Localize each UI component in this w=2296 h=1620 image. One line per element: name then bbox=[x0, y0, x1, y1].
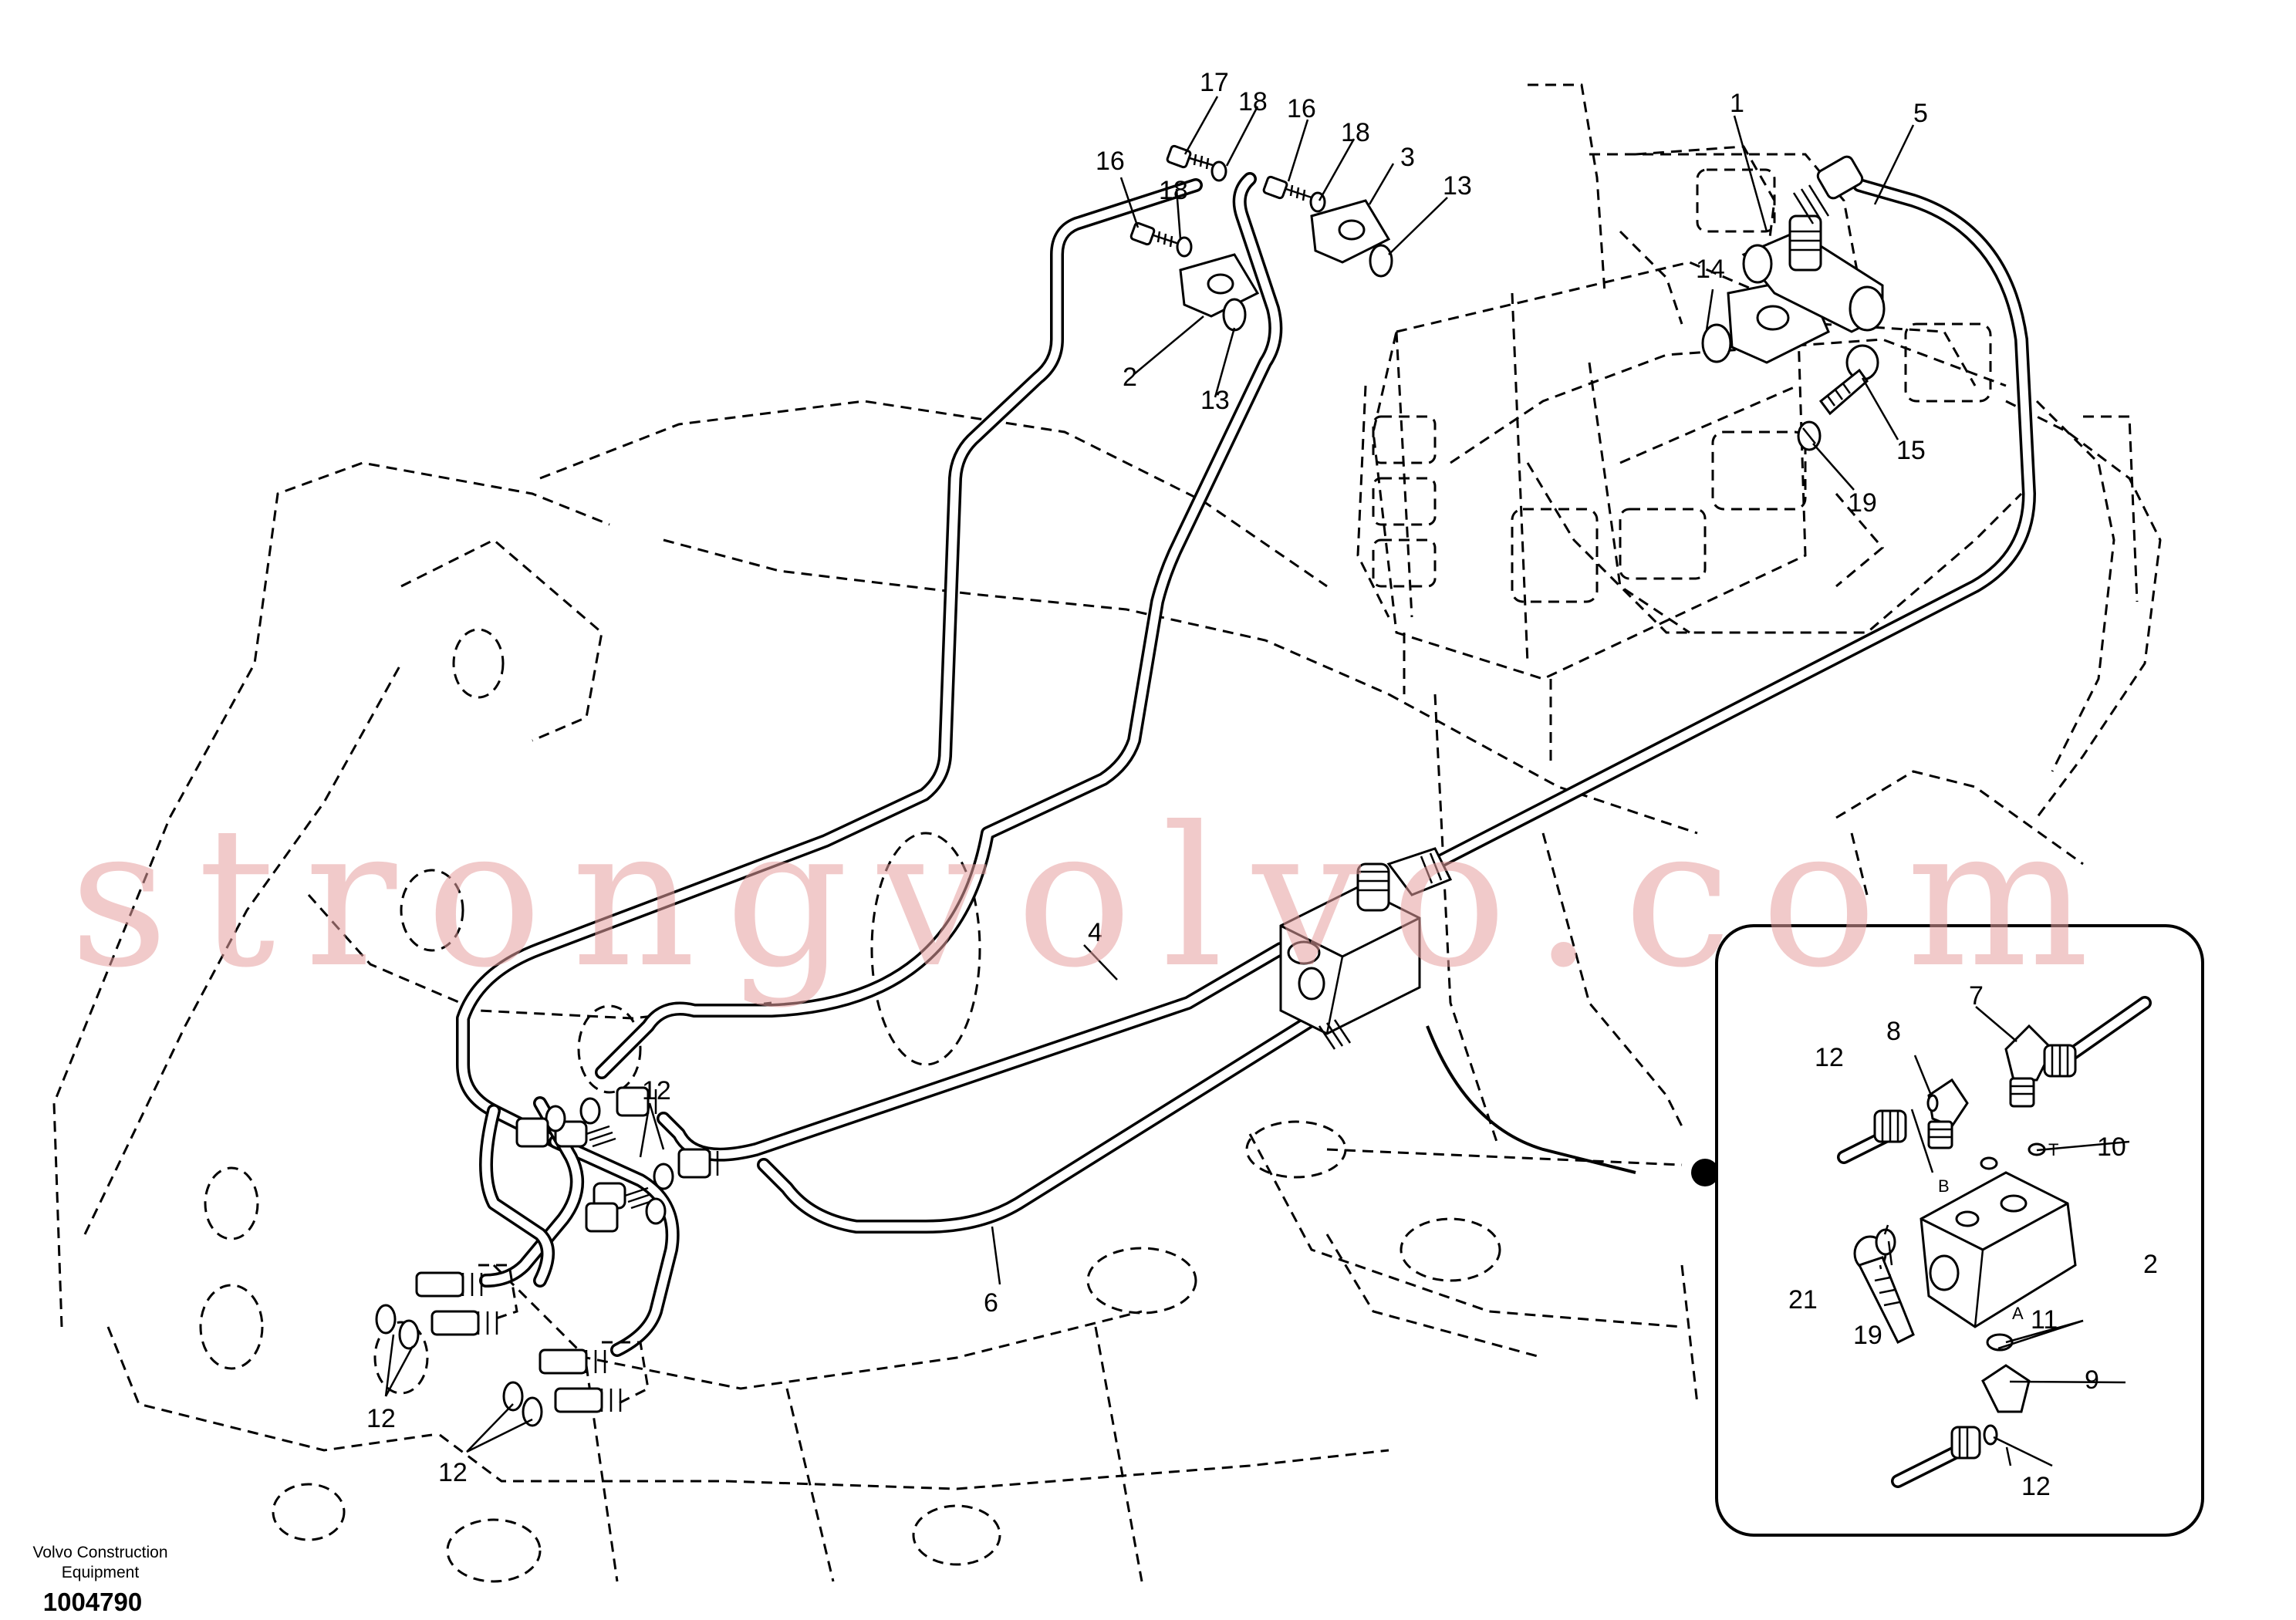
callout-18-a: 18 bbox=[1238, 87, 1268, 116]
callout-19-detail: 19 bbox=[1853, 1321, 1882, 1350]
valve-block-mounted bbox=[1279, 847, 1453, 1050]
detail-arrow bbox=[1426, 1025, 1636, 1174]
callout-leaders bbox=[384, 96, 2130, 1467]
pipe-line-left bbox=[456, 178, 1203, 1149]
callout-12-left: 12 bbox=[366, 1404, 396, 1433]
flange-2 bbox=[1179, 253, 1260, 318]
detail-arrow-dot bbox=[1691, 1159, 1719, 1186]
callout-1: 1 bbox=[1730, 89, 1744, 118]
pipe-bundle-lower bbox=[479, 1096, 680, 1357]
drawing-number: 1004790 bbox=[42, 1588, 143, 1616]
callout-8: 8 bbox=[1886, 1017, 1901, 1046]
o-ring-14 bbox=[1701, 323, 1732, 363]
washer-19 bbox=[1797, 420, 1822, 451]
callout-2-detail: 2 bbox=[2143, 1250, 2158, 1279]
hose-fittings-left-1 bbox=[375, 1264, 518, 1350]
bolt-16-left bbox=[1129, 221, 1180, 248]
pipe-5 bbox=[1413, 178, 2036, 879]
port-a: A bbox=[2012, 1304, 2024, 1323]
callout-6: 6 bbox=[984, 1288, 998, 1318]
callout-14: 14 bbox=[1696, 255, 1725, 284]
callout-16-left: 16 bbox=[1096, 147, 1125, 176]
callout-10: 10 bbox=[2097, 1132, 2126, 1162]
callout-4: 4 bbox=[1088, 918, 1102, 947]
port-b: B bbox=[1938, 1176, 1950, 1196]
publisher-name: Volvo Construction Equipment bbox=[32, 1544, 168, 1581]
callout-11: 11 bbox=[2031, 1305, 2058, 1335]
callout-21: 21 bbox=[1788, 1285, 1818, 1315]
callout-7: 7 bbox=[1969, 981, 1984, 1011]
machine-frame-outline bbox=[52, 83, 2162, 1583]
callouts-main: 1 2 3 4 5 6 12 12 12 12 13 13 14 15 16 1… bbox=[366, 68, 1928, 1487]
callout-2: 2 bbox=[1123, 363, 1137, 392]
bolt-17 bbox=[1166, 144, 1216, 170]
callout-13-upper: 13 bbox=[1443, 171, 1472, 201]
connectors-lower-left bbox=[375, 1086, 719, 1427]
callout-19: 19 bbox=[1848, 488, 1877, 518]
callout-9: 9 bbox=[2085, 1365, 2099, 1395]
callout-5: 5 bbox=[1913, 99, 1928, 128]
tee-fitting-1 bbox=[1741, 155, 1886, 333]
callout-18-b: 18 bbox=[1341, 118, 1370, 147]
callout-16-upper: 16 bbox=[1287, 94, 1316, 123]
bolt-16-upper bbox=[1262, 175, 1312, 201]
callout-15: 15 bbox=[1896, 436, 1926, 465]
callout-12-bottom: 12 bbox=[438, 1458, 468, 1487]
callout-12-detail-right: 12 bbox=[2021, 1472, 2051, 1501]
washers-18 bbox=[1176, 160, 1326, 258]
bolt-15 bbox=[1818, 344, 1879, 416]
o-rings-13 bbox=[1222, 244, 1393, 332]
callouts-detail: 7 8 9 10 11 12 12 19 21 2 B T A bbox=[1788, 981, 2158, 1501]
callout-17: 17 bbox=[1200, 68, 1229, 97]
callout-18-c: 18 bbox=[1159, 176, 1188, 205]
watermark: strongvolvo.com bbox=[69, 785, 2119, 1010]
pipe-line-middle bbox=[595, 172, 1283, 1079]
callout-12-detail-upper: 12 bbox=[1815, 1043, 1844, 1072]
pipe-6 bbox=[757, 1004, 1334, 1234]
control-valve-block bbox=[1356, 145, 1992, 764]
flange-3 bbox=[1310, 199, 1391, 264]
callout-12-center: 12 bbox=[642, 1076, 671, 1105]
o-rings-12-center bbox=[579, 1097, 674, 1190]
hose-fittings-left-2 bbox=[502, 1341, 650, 1427]
port-t: T bbox=[2048, 1140, 2058, 1159]
callout-13-lower: 13 bbox=[1200, 386, 1230, 415]
callout-3: 3 bbox=[1400, 143, 1415, 172]
